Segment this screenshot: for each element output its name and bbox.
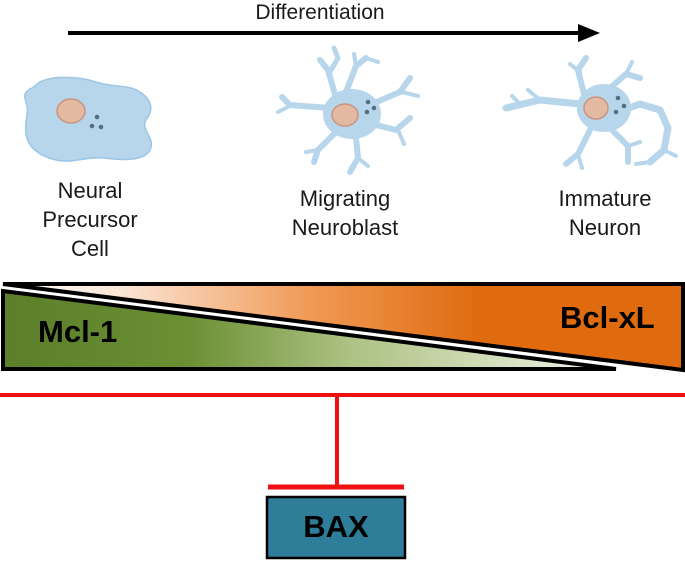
bclxl-gradient-triangle <box>2 282 685 373</box>
immature-neuron-icon <box>502 55 678 170</box>
bax-label: BAX <box>303 509 369 544</box>
bax-box <box>265 495 407 560</box>
precursor-cell-icon <box>23 76 153 162</box>
inhibition-connector <box>0 393 685 490</box>
stage-label-migrating-neuroblast: Migrating Neuroblast <box>291 186 399 240</box>
neuroblast-cell-icon <box>276 45 420 175</box>
differentiation-arrow <box>68 24 600 42</box>
arrow-head-icon <box>578 24 600 42</box>
mcl1-label: Mcl-1 <box>38 314 118 349</box>
bclxl-label: Bcl-xL <box>560 300 655 335</box>
stage-label-immature-neuron: Immature Neuron <box>558 186 652 240</box>
mcl1-gradient-triangle <box>0 288 617 371</box>
differentiation-label: Differentiation <box>255 1 385 24</box>
stage-label-neural-precursor-cell: Neural Precursor Cell <box>42 178 138 261</box>
